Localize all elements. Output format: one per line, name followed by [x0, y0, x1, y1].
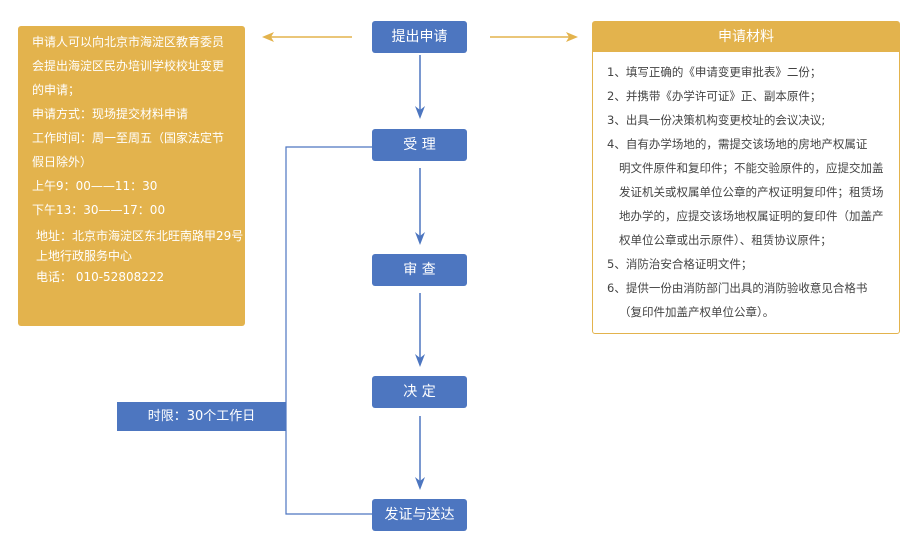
info-address: 地址：北京市海淀区东北旺南路甲29号上地行政服务中心: [36, 229, 244, 263]
step-review: 审 查: [372, 254, 467, 286]
arrow-step-3-4: [415, 293, 425, 367]
time-limit-label: 时限：30个工作日: [117, 402, 286, 431]
application-info-panel: 申请人可以向北京市海淀区教育委员 会提出海淀区民办培训学校校址变更 的申请； 申…: [18, 26, 245, 326]
materials-list: 1、填写正确的《申请变更审批表》二份； 2、并携带《办学许可证》正、副本原件； …: [593, 52, 899, 324]
materials-item: （复印件加盖产权单位公章）。: [619, 305, 775, 319]
info-line: 工作时间：周一至周五（国家法定节: [32, 131, 225, 145]
info-line: 申请方式：现场提交材料申请: [32, 107, 189, 121]
materials-panel: 申请材料 1、填写正确的《申请变更审批表》二份； 2、并携带《办学许可证》正、副…: [592, 21, 900, 334]
info-line: 会提出海淀区民办培训学校校址变更: [32, 59, 225, 73]
info-line: 下午13：30——17：00: [32, 203, 166, 217]
materials-item: 6、提供一份由消防部门出具的消防验收意见合格书: [607, 281, 868, 295]
step-issue-and-deliver: 发证与送达: [372, 499, 467, 531]
info-line: 的申请；: [32, 83, 81, 97]
materials-item: 1、填写正确的《申请变更审批表》二份；: [607, 65, 822, 79]
step-decision: 决 定: [372, 376, 467, 408]
step-accept: 受 理: [372, 129, 467, 161]
info-line: 申请人可以向北京市海淀区教育委员: [32, 35, 225, 49]
time-limit-bracket: [285, 146, 372, 515]
materials-title: 申请材料: [593, 22, 899, 52]
materials-item: 2、并携带《办学许可证》正、副本原件；: [607, 89, 822, 103]
materials-item: 5、消防治安合格证明文件；: [607, 257, 753, 271]
info-phone: 电话： 010-52808222: [36, 270, 165, 284]
step-submit-application: 提出申请: [372, 21, 467, 53]
materials-item: 3、出具一份决策机构变更校址的会议决议;: [607, 113, 826, 127]
arrow-step-4-5: [415, 416, 425, 490]
materials-item: 地办学的，应提交该场地权属证明的复印件（加盖产: [619, 209, 884, 223]
info-line: 上午9：00——11：30: [32, 179, 158, 193]
arrow-to-materials: [490, 32, 578, 42]
materials-item: 发证机关或权属单位公章的产权证明复印件；租赁场: [619, 185, 884, 199]
info-line: 假日除外）: [32, 155, 93, 169]
materials-item: 4、自有办学场地的，需提交该场地的房地产权属证: [607, 137, 868, 151]
arrow-step-2-3: [415, 168, 425, 245]
arrow-step-1-2: [415, 55, 425, 119]
arrow-to-info: [262, 32, 352, 42]
materials-item: 明文件原件和复印件；不能交验原件的，应提交加盖: [619, 161, 884, 175]
materials-item: 权单位公章或出示原件）、租赁协议原件；: [619, 233, 832, 247]
